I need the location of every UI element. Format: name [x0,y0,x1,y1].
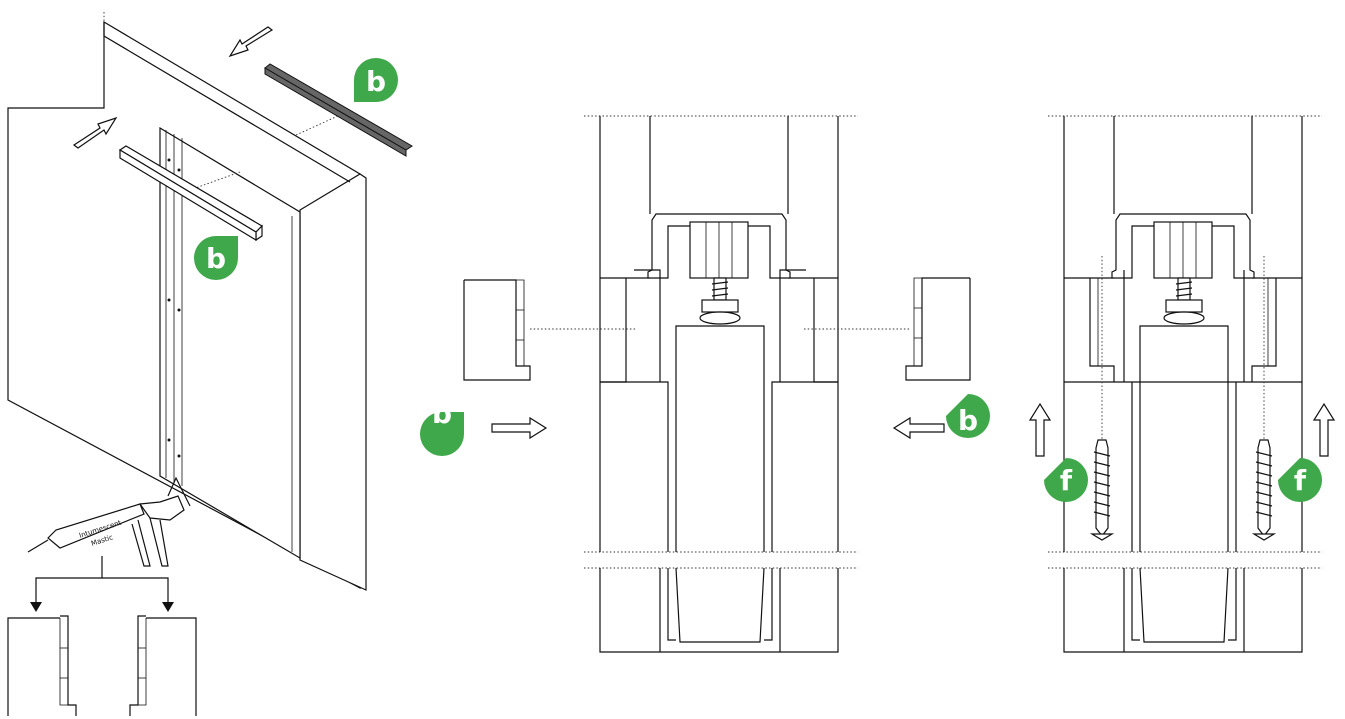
arrow-up-icon [1028,402,1052,457]
marker-label-b: b [366,65,386,98]
drop-marker-icon: b [354,58,398,102]
arrow-icon [228,26,274,58]
guide-line-2 [295,114,341,136]
track-profile [1111,213,1255,279]
guide-line-1 [189,171,241,191]
sealant-leader-left [35,556,103,602]
profile-insert-right [905,277,971,381]
track-profile [647,213,791,279]
arrow-icon [491,416,548,440]
isometric-frame-view: b b Intumescent Mastic [7,12,413,716]
drop-marker-icon: f [1044,458,1088,502]
drop-marker-icon: b [194,236,238,280]
hinge-dots [167,158,181,458]
marker-label-b: b [432,397,452,430]
marker-label-b: b [206,242,226,275]
marker-label-f: f [1294,464,1307,497]
drop-marker-icon: b [420,397,464,456]
arrow-down-icon [30,602,42,612]
arrow-icon [892,416,945,440]
arrow-icon [72,116,118,149]
cross-section-center: b b [420,115,990,653]
profile-section-left [7,615,77,716]
cross-section-right: f f [1028,115,1336,653]
profile-section-right [129,615,197,716]
marker-label-f: f [1060,464,1073,497]
drop-marker-icon: b [946,394,990,438]
arrow-up-icon [1312,402,1336,457]
sealant-gun-icon: Intumescent Mastic [27,476,191,567]
door-opening [159,126,301,560]
top-edge [103,22,351,183]
screw-icon [1251,439,1277,541]
door-leaf [1139,325,1229,552]
marker-label-b: b [958,404,978,437]
drop-marker-icon: f [1278,458,1322,502]
door-leaf [675,325,765,552]
screw-icon [1089,439,1115,541]
frame-jamb-face [299,173,367,591]
profile-insert-left [463,279,531,381]
arrow-down-icon [162,602,174,612]
sealant-leader-right [102,577,169,602]
